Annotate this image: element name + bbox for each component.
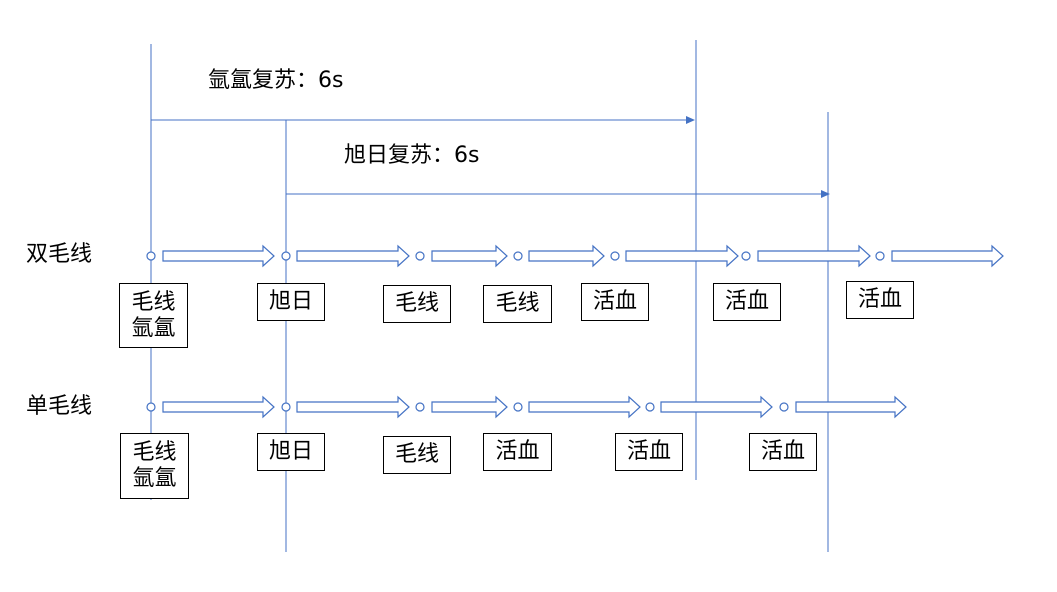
row2-box-2: 旭日 <box>257 433 325 471</box>
row2-block-arrow <box>660 395 773 419</box>
row2-timeline <box>146 395 907 419</box>
row1-block-arrow <box>162 244 275 268</box>
row1-node <box>741 251 751 261</box>
row2-block-arrow <box>162 395 275 419</box>
row2-node <box>281 402 291 412</box>
row2-box-6: 活血 <box>749 433 817 471</box>
skill-label: 毛线 <box>131 289 176 315</box>
row2-node <box>779 402 789 412</box>
row2-node <box>415 402 425 412</box>
row1-block-arrow <box>296 244 410 268</box>
skill-label: 毛线 <box>394 442 439 467</box>
skill-label: 活血 <box>724 289 769 314</box>
row1-box-5: 活血 <box>581 283 649 321</box>
row1-label: 双毛线 <box>26 242 93 267</box>
skill-label: 活血 <box>495 439 540 464</box>
row1-node <box>146 251 156 261</box>
row2-label: 单毛线 <box>26 394 93 419</box>
row1-box-4: 毛线 <box>483 285 552 323</box>
row1-node <box>415 251 425 261</box>
row1-box-6: 活血 <box>713 283 781 321</box>
row1-box-3: 毛线 <box>383 285 451 323</box>
skill-label: 旭日 <box>268 439 313 464</box>
skill-label: 氩氲 <box>132 466 177 491</box>
row2-node <box>146 402 156 412</box>
skill-label: 活血 <box>592 289 637 314</box>
skill-label: 毛线 <box>132 440 177 465</box>
row2-block-arrow <box>431 395 508 419</box>
row1-node <box>281 251 291 261</box>
row2-box-5: 活血 <box>615 433 683 471</box>
row2-box-3: 毛线 <box>383 436 451 474</box>
skill-label: 毛线 <box>495 291 540 316</box>
skill-label: 活血 <box>857 287 902 312</box>
row1-node <box>513 251 523 261</box>
row1-block-arrow <box>625 244 739 268</box>
row2-box-1: 毛线 氩氲 <box>120 433 189 499</box>
row2-block-arrow <box>296 395 410 419</box>
row1-block-arrow <box>528 244 605 268</box>
row2-node <box>513 402 523 412</box>
row1-node <box>875 251 885 261</box>
row1-block-arrow <box>891 244 1004 268</box>
skill-label: 活血 <box>626 439 671 464</box>
skill-label: 毛线 <box>394 291 439 316</box>
row2-block-arrow <box>528 395 641 419</box>
argon-recovery-label: 氩氲复苏：6s <box>208 68 344 93</box>
row2-box-4: 活血 <box>483 433 552 471</box>
skill-label: 活血 <box>760 439 805 464</box>
row1-box-2: 旭日 <box>257 283 325 321</box>
row1-block-arrow <box>431 244 508 268</box>
skill-label: 旭日 <box>268 289 313 314</box>
row2-block-arrow <box>795 395 907 419</box>
sunrise-recovery-label: 旭日复苏：6s <box>344 143 480 168</box>
row2-node <box>645 402 655 412</box>
row1-node <box>610 251 620 261</box>
row1-block-arrow <box>757 244 871 268</box>
row1-box-1: 毛线 氩氲 <box>119 283 188 348</box>
row1-timeline <box>146 244 1004 268</box>
row1-box-7: 活血 <box>846 281 914 319</box>
skill-label: 氩氲 <box>131 315 176 341</box>
